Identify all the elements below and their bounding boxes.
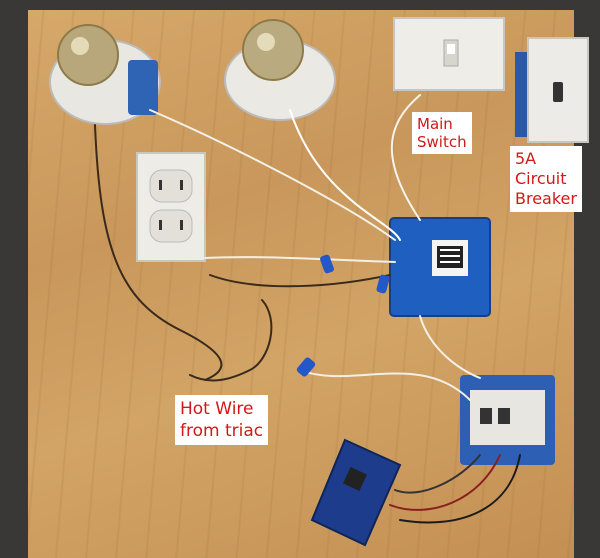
arduino-board: [310, 438, 402, 547]
hot-wire-label-line-2: from triac: [180, 421, 264, 441]
circuit-breaker-label-line-2: Circuit: [515, 169, 567, 188]
wall-switch: [393, 17, 505, 91]
junction-box: [389, 217, 491, 317]
wire-nuts: [296, 254, 390, 377]
duplex-outlet: [136, 152, 206, 262]
circuit-breaker-label-line-3: Breaker: [515, 189, 577, 208]
circuit-breaker-label: 5A Circuit Breaker: [510, 146, 582, 212]
main-switch-label: Main Switch: [412, 112, 472, 154]
wires: [94, 94, 521, 524]
circuit-breaker: [515, 37, 589, 143]
hot-wire-label: Hot Wire from triac: [175, 395, 269, 445]
light-bulb-left: [49, 24, 161, 125]
circuit-breaker-label-line-1: 5A: [515, 149, 537, 168]
hot-wire-label-line-1: Hot Wire: [180, 399, 254, 419]
main-switch-label-line-1: Main: [417, 115, 453, 133]
main-switch-label-line-2: Switch: [417, 133, 467, 151]
breadboard: [460, 375, 555, 465]
light-bulb-right: [224, 19, 336, 121]
